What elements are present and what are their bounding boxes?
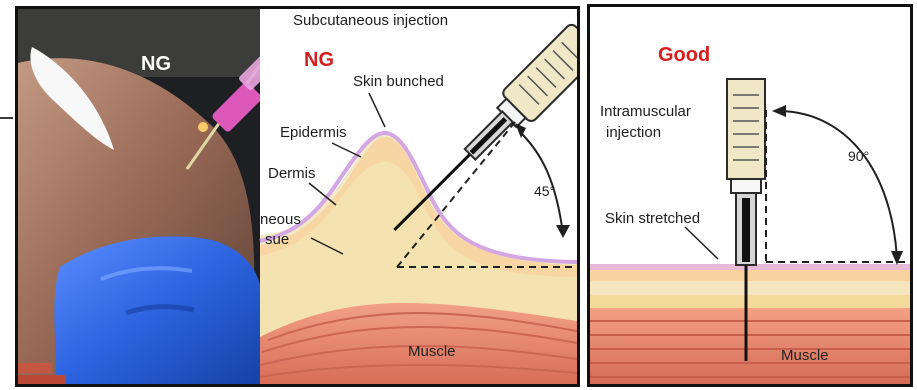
dermis-label: Dermis — [268, 165, 316, 182]
intramuscular-label-line1: Intramuscular — [600, 103, 691, 120]
skin-stretched-label: Skin stretched — [605, 210, 700, 227]
epidermis-label: Epidermis — [280, 124, 347, 141]
tissue-label-line1: neous — [260, 211, 301, 228]
right-epidermis-layer — [590, 270, 910, 281]
needle-glint — [198, 122, 208, 132]
right-muscle-layer — [590, 308, 910, 384]
subcutaneous-ng-label: NG — [304, 49, 334, 71]
left-edge-dash — [0, 117, 13, 119]
right-good-label: Good — [658, 44, 710, 66]
right-syringe-barrel — [727, 79, 765, 179]
left-panel-svg: NG — [18, 9, 577, 384]
skin-bunched-label: Skin bunched — [353, 73, 444, 90]
right-panel-good-comparison: Good Intramuscular injection 90° Skin st… — [587, 4, 913, 387]
right-syringe-collar — [731, 179, 761, 193]
right-muscle-label: Muscle — [781, 347, 829, 364]
tissue-label-line2: sue — [265, 231, 289, 248]
photo-arm-injection: NG — [18, 9, 280, 384]
angle-45-label: 45° — [534, 183, 555, 199]
right-dermis-layer — [590, 281, 910, 295]
subcutaneous-title: Subcutaneous injection — [293, 12, 448, 29]
right-syringe-dark-core — [742, 198, 750, 262]
subcutaneous-injection-diagram: Subcutaneous injection NG Skin bunched E… — [260, 9, 577, 384]
photo-ng-label: NG — [141, 53, 171, 75]
intramuscular-label-line2: injection — [606, 124, 661, 141]
left-panel-ng-comparison: NG — [15, 6, 580, 387]
right-subcutaneous-layer — [590, 295, 910, 308]
right-panel-svg: Good Intramuscular injection 90° Skin st… — [590, 7, 910, 384]
angle-90-label: 90° — [848, 148, 869, 164]
blue-glove-icon — [54, 236, 260, 384]
corner-muscle-patch-bottom — [18, 375, 66, 384]
left-muscle-label: Muscle — [408, 343, 456, 360]
corner-muscle-patch-top — [18, 363, 52, 373]
